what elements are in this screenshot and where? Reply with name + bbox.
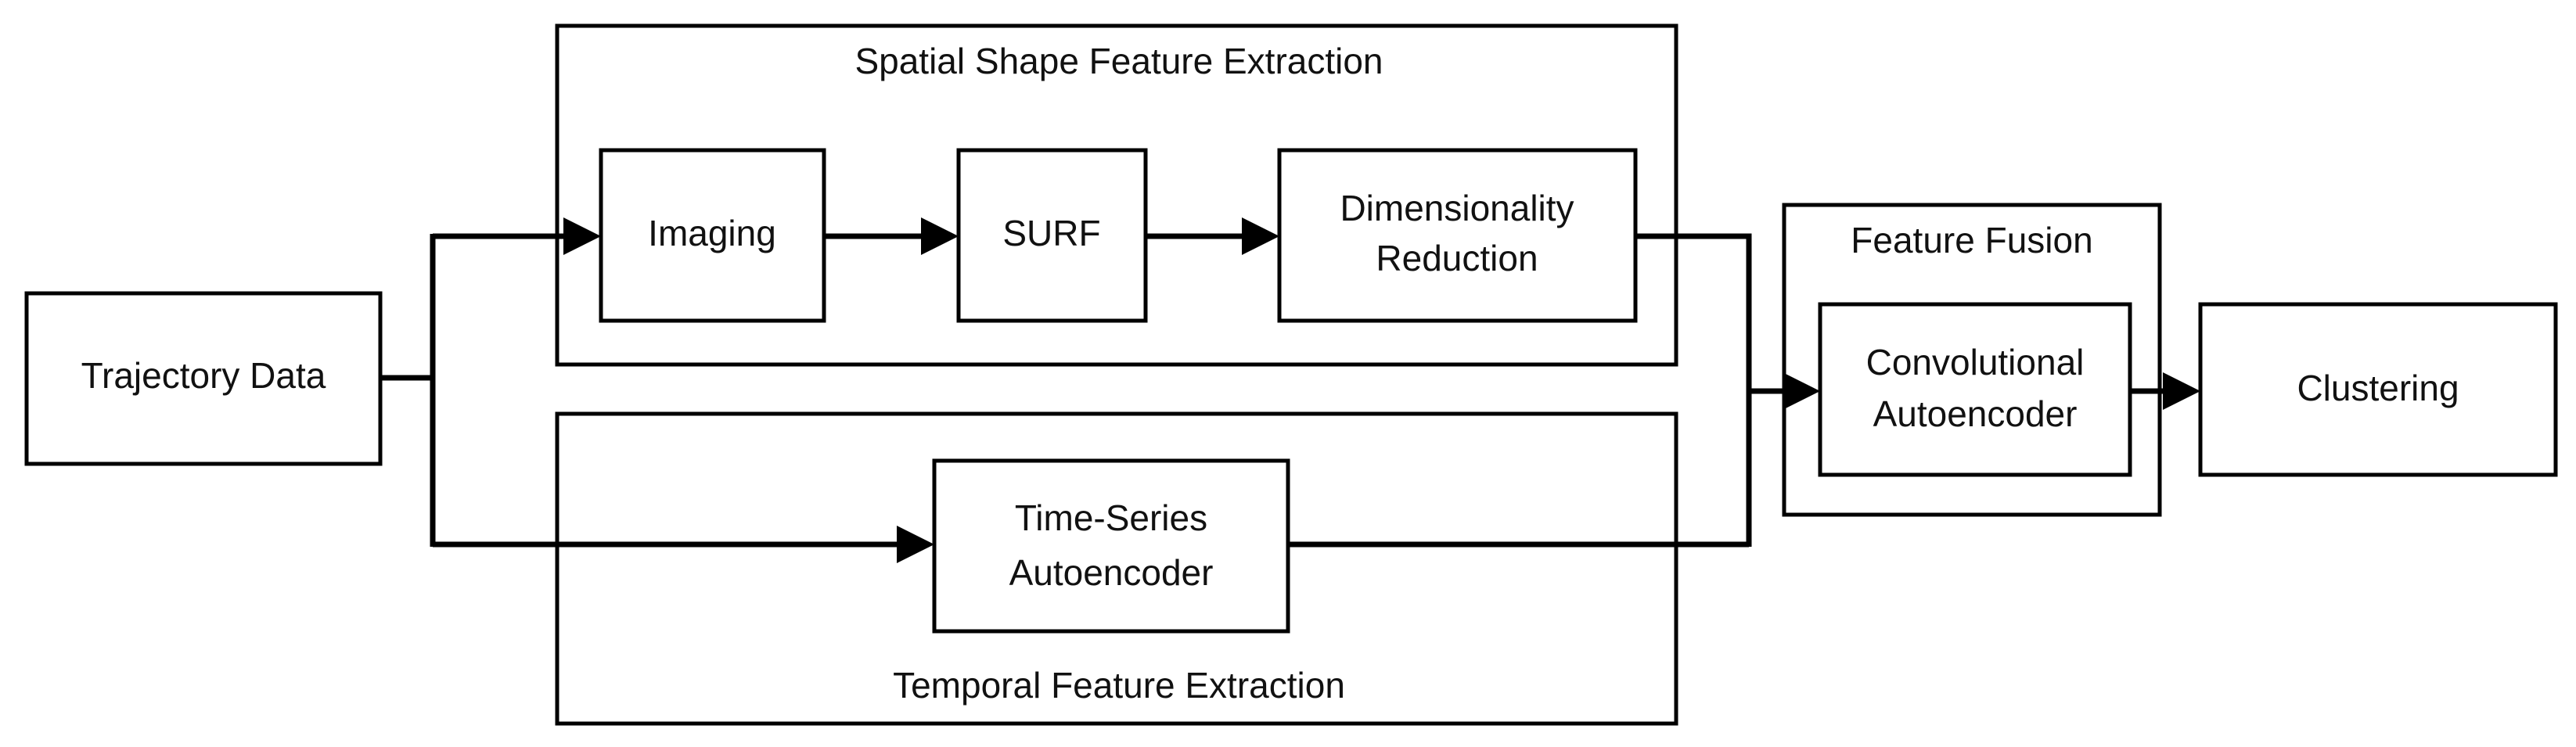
imaging-label: Imaging — [648, 213, 776, 253]
surf-box — [956, 148, 1148, 323]
convolutional-label: Convolutional — [1866, 342, 2085, 382]
time-series-label: Time-Series — [1015, 497, 1207, 538]
temporal-group-title: Temporal Feature Extraction — [893, 665, 1345, 706]
clustering-box — [2198, 302, 2558, 477]
trajectory-data-label: Trajectory Data — [81, 355, 326, 396]
arrowhead-to-timeseries — [897, 526, 934, 563]
connectors — [380, 233, 2168, 548]
dimensionality-reduction-box — [1277, 148, 1638, 323]
fusion-group-title: Feature Fusion — [1851, 220, 2092, 260]
arrowhead-to-imaging — [563, 217, 601, 255]
arrowhead-to-dimred — [1242, 217, 1279, 255]
arrowhead-to-clustering — [2163, 372, 2200, 410]
clustering-label: Clustering — [2297, 368, 2459, 408]
spatial-group-title: Spatial Shape Feature Extraction — [854, 41, 1383, 81]
surf-label: SURF — [1002, 213, 1100, 253]
time-series-autoencoder-label: Autoencoder — [1009, 552, 1214, 593]
dimred-merge-line — [1635, 233, 1752, 547]
arrowhead-to-conv-autoencoder — [1783, 372, 1820, 410]
imaging-box — [599, 148, 826, 323]
arrowhead-to-surf — [921, 217, 959, 255]
trajectory-data-box — [24, 291, 383, 466]
convolutional-autoencoder-label: Autoencoder — [1873, 393, 2078, 434]
convolutional-autoencoder-box — [1818, 302, 2132, 477]
reduction-label: Reduction — [1376, 238, 1538, 278]
time-series-autoencoder-box — [932, 458, 1290, 634]
dimensionality-label: Dimensionality — [1340, 188, 1574, 228]
